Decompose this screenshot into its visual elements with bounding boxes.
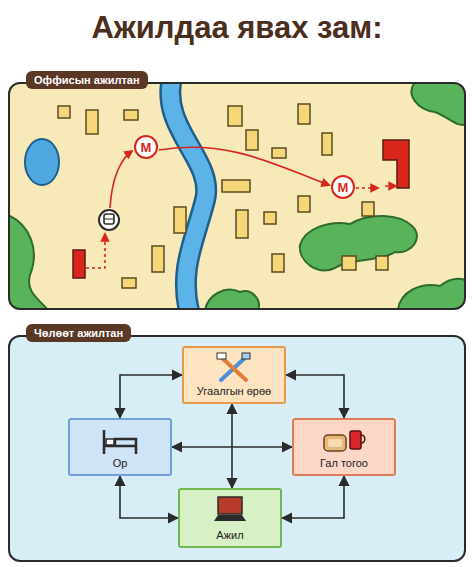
room-box: Ажил	[178, 488, 282, 548]
panel-tag: Оффисын ажилтан	[26, 71, 148, 89]
panel-fill	[9, 336, 465, 561]
room-box: Ор	[68, 418, 172, 476]
map-illustration	[9, 83, 465, 309]
metro-letter: M	[141, 141, 152, 154]
double-arrow	[282, 476, 344, 518]
double-arrow	[231, 404, 233, 488]
double-arrow	[286, 375, 344, 418]
workflow-panel: Чөлөөт ажилтанУгаалгын өрөөОрГал тогооАж…	[8, 335, 466, 562]
map-panel: Оффисын ажилтан	[8, 82, 466, 310]
node-label: Ажил	[180, 529, 280, 541]
double-arrow	[120, 476, 178, 518]
double-arrow	[120, 375, 182, 418]
node-label: Ор	[70, 457, 170, 469]
room-icon	[322, 423, 366, 457]
title: Ажилдаа явах зам:	[0, 10, 474, 46]
panel-tag: Чөлөөт ажилтан	[26, 324, 131, 342]
room-box: Угаалгын өрөө	[182, 346, 286, 404]
room-icon	[208, 493, 252, 527]
node-label: Угаалгын өрөө	[184, 385, 284, 397]
room-icon	[212, 351, 256, 385]
room-box: Гал тогоо	[292, 418, 396, 476]
room-icon	[98, 423, 142, 457]
node-label: Гал тогоо	[294, 457, 394, 469]
metro-letter: M	[338, 181, 349, 194]
